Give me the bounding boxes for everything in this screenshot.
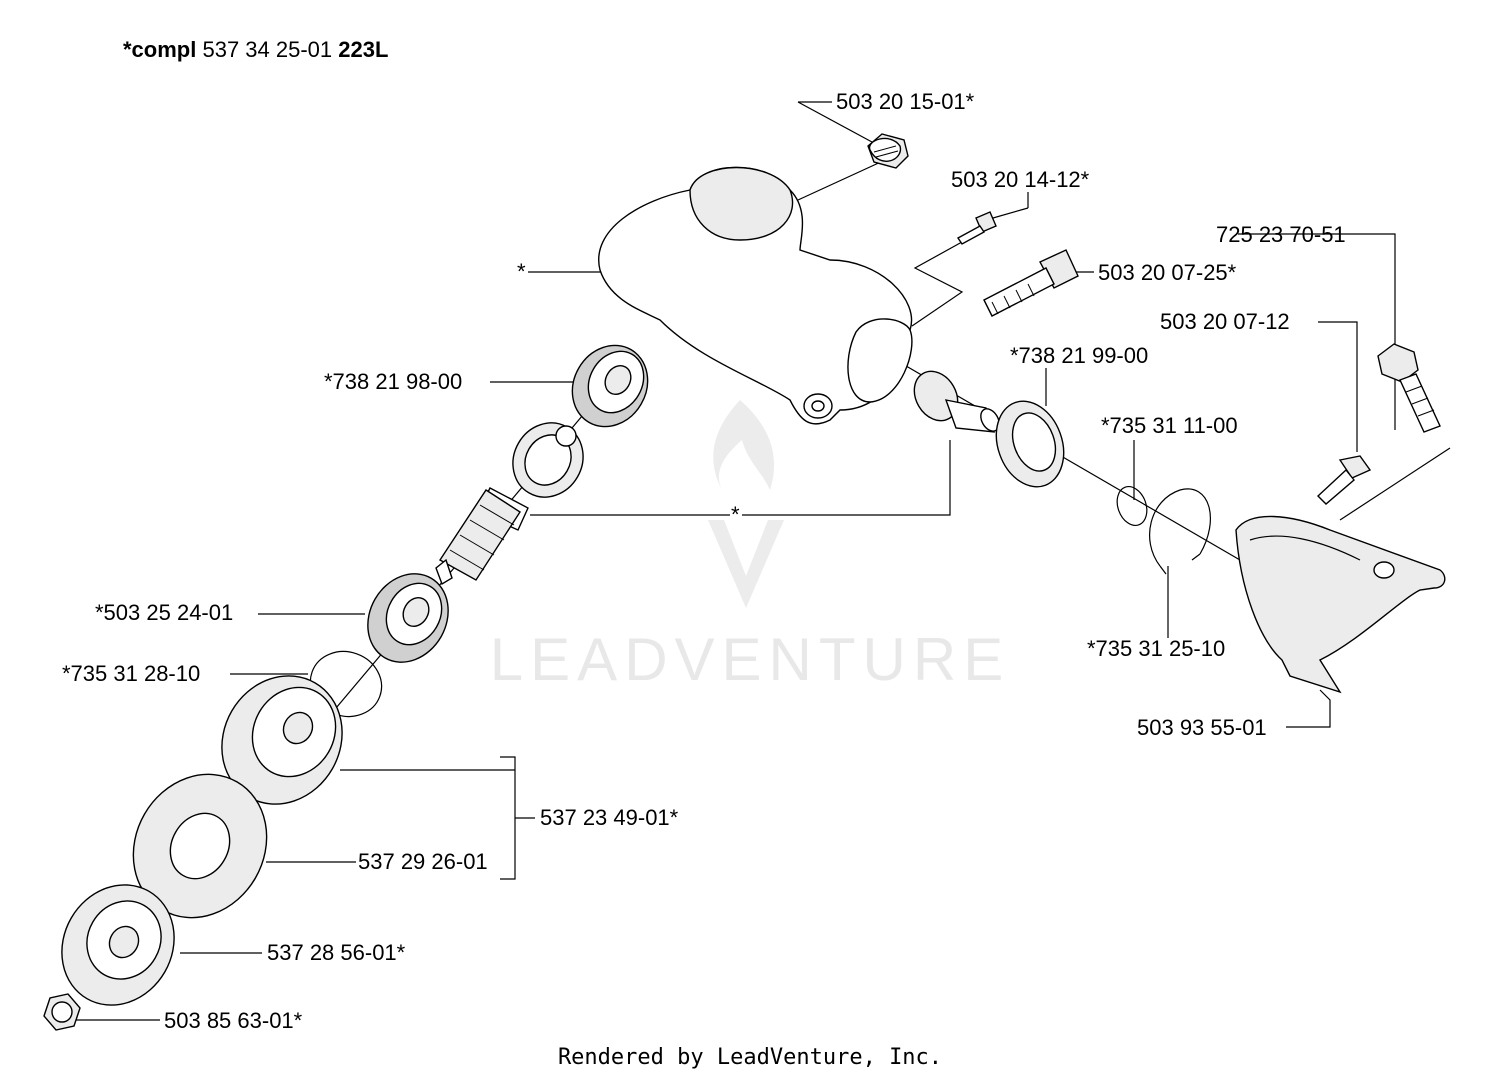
title-number: 537 34 25-01	[196, 37, 338, 62]
diagram-title: *compl 537 34 25-01 223L	[123, 37, 388, 62]
watermark-text: LEADVENTURE	[490, 626, 1010, 693]
label-bearing-lower: *503 25 24-01	[95, 600, 233, 625]
label-circlip-small: *735 31 11-00	[1101, 413, 1238, 438]
label-bolt-hex: 725 23 70-51	[1216, 222, 1346, 247]
nut-part	[43, 993, 81, 1031]
label-screw-long: 503 20 07-25*	[1098, 260, 1237, 285]
title-prefix: *compl	[123, 37, 196, 62]
watermark: LEADVENTURE	[490, 400, 1010, 693]
bearing-upper-part	[571, 344, 649, 428]
screw-small-part	[956, 211, 997, 245]
gear-shaft-part	[435, 422, 584, 586]
disc-part	[132, 773, 268, 919]
pinion-gear-part	[913, 370, 1000, 433]
guard-part	[1235, 515, 1446, 694]
plug-part	[867, 133, 909, 169]
label-guard: 503 93 55-01	[1137, 715, 1267, 740]
label-plug: 503 20 15-01*	[836, 89, 975, 114]
label-circlip-lower: *735 31 28-10	[62, 661, 200, 686]
circlip-outer-part	[1149, 488, 1211, 575]
label-bearing-upper: *738 21 98-00	[324, 369, 462, 394]
circlip-small-part	[1116, 486, 1148, 526]
flange-part	[221, 675, 343, 805]
label-nut: 503 85 63-01*	[164, 1008, 303, 1033]
label-washer: 537 28 56-01*	[267, 940, 406, 965]
washer-part	[61, 884, 175, 1006]
screw-guard-part	[1316, 455, 1372, 505]
label-disc: 537 29 26-01	[358, 849, 488, 874]
flame-logo-icon	[713, 400, 775, 490]
bolt-hex-part	[1377, 343, 1441, 433]
screw-long-part	[983, 249, 1079, 317]
v-logo-icon	[708, 520, 784, 608]
label-gear-set: *	[731, 502, 740, 527]
part-labels: 503 20 15-01* 503 20 14-12* 503 20 07-25…	[62, 89, 1346, 1033]
label-screw-small: 503 20 14-12*	[951, 167, 1090, 192]
label-bearing-pinion: *738 21 99-00	[1010, 343, 1148, 368]
label-circlip-outer: *735 31 25-10	[1087, 636, 1225, 661]
bearing-pinion-part	[995, 400, 1065, 488]
bearing-lower-part	[367, 573, 449, 663]
gear-housing-part	[598, 166, 913, 425]
title-model: 223L	[338, 37, 388, 62]
label-flange-kit: 537 23 49-01*	[540, 805, 679, 830]
label-screw-guard: 503 20 07-12	[1160, 309, 1290, 334]
label-housing: *	[517, 259, 526, 284]
footer-text: Rendered by LeadVenture, Inc.	[558, 1045, 942, 1070]
